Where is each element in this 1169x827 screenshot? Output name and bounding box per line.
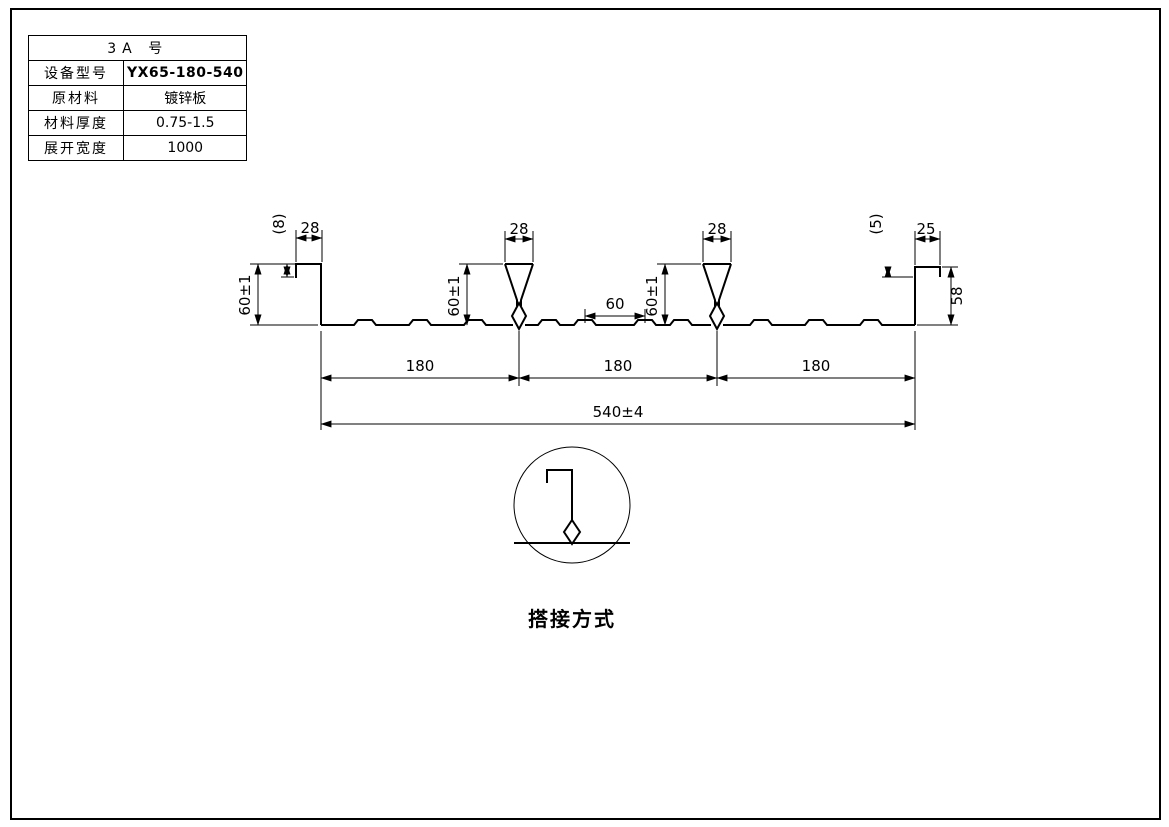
rib-2	[702, 263, 732, 332]
dim-pitch1: 180	[406, 357, 435, 375]
spec-table: 3A 号 设备型号 YX65-180-540 原材料 镀锌板 材料厚度 0.75…	[27, 35, 248, 161]
flange-span2	[525, 319, 711, 326]
dim-right-hook: 25	[916, 220, 935, 238]
dim-rib1-width: 28	[509, 220, 528, 238]
detail-circle	[513, 446, 631, 564]
dim-left-height: 60±1	[236, 274, 254, 315]
dimension-lines: 60±1 28 (8) 28 60±1 28	[236, 213, 966, 430]
dim-right-lip: (5)	[867, 213, 885, 234]
left-edge	[295, 263, 322, 325]
dim-rib1-height: 60±1	[445, 275, 463, 316]
flange-span3	[723, 319, 915, 326]
detail-caption: 搭接方式	[528, 607, 616, 631]
dim-right-height: 58	[948, 286, 966, 305]
spec-material-value: 镀锌板	[122, 85, 248, 111]
deck-profile	[295, 263, 941, 332]
spec-model-value: YX65-180-540	[122, 60, 248, 86]
detail-edge-hook	[546, 469, 573, 520]
right-edge	[914, 266, 941, 325]
dim-valley-spacing: 60	[605, 295, 624, 313]
dim-rib2-height: 60±1	[643, 275, 661, 316]
lap-joint-detail: 搭接方式	[513, 446, 631, 631]
dim-left-lip: (8)	[270, 213, 288, 234]
spec-width-value: 1000	[122, 135, 248, 161]
spec-thickness-label: 材料厚度	[28, 110, 124, 136]
dim-overall-width: 540±4	[593, 403, 644, 421]
flange-span1	[321, 319, 513, 326]
dim-rib2-width: 28	[707, 220, 726, 238]
dim-pitch3: 180	[802, 357, 831, 375]
rib-1	[504, 263, 534, 332]
dim-left-hook: 28	[300, 219, 319, 237]
dim-pitch2: 180	[604, 357, 633, 375]
detail-interlock-diamond	[562, 518, 582, 546]
sheet-border	[10, 8, 1161, 820]
